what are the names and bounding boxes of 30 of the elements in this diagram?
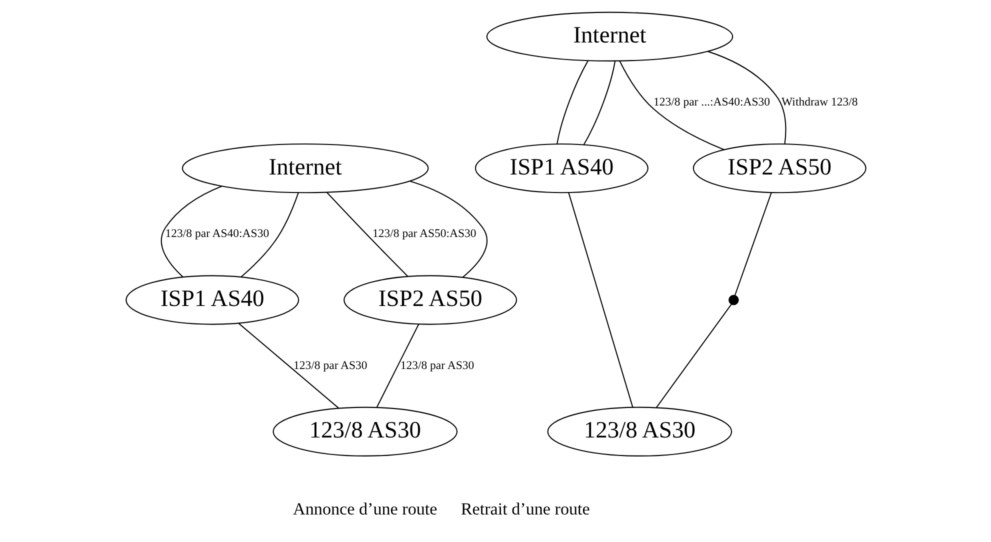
connector [734,192,772,296]
node-ellipse: ISP2 AS50 [343,275,517,325]
connector [556,60,588,144]
edge-label: 123/8 par AS30 [293,358,367,372]
connector [376,324,419,408]
node-ellipse: 123/8 AS30 [546,406,732,456]
connector [655,304,732,408]
node-ellipse: Internet [181,143,428,194]
node-ellipse: Internet [486,12,733,62]
connector [409,180,487,278]
connector [160,186,222,278]
connector [326,192,408,277]
edge-label: 123/8 par AS50:AS30 [372,227,476,240]
node-ellipse: ISP2 AS50 [692,143,866,194]
connector [240,192,298,278]
edge-label: 123/8 par ...:AS40:AS30 [653,95,770,108]
node-ellipse: 123/8 AS30 [272,406,458,456]
node-ellipse: ISP1 AS40 [474,143,648,194]
connector [238,322,339,409]
connector [618,60,724,150]
edge-label: 123/8 par AS30 [400,358,474,372]
label: Retrait d’une route [460,499,590,518]
connector [707,50,786,144]
label: Annonce d’une route [292,499,437,518]
connector [568,192,633,408]
node-ellipse: ISP1 AS40 [125,275,299,325]
node-cross [728,294,738,306]
edge-label: Withdraw 123/8 [781,95,858,108]
edge-label: 123/8 par AS40:AS30 [164,227,269,240]
connector [582,60,616,145]
